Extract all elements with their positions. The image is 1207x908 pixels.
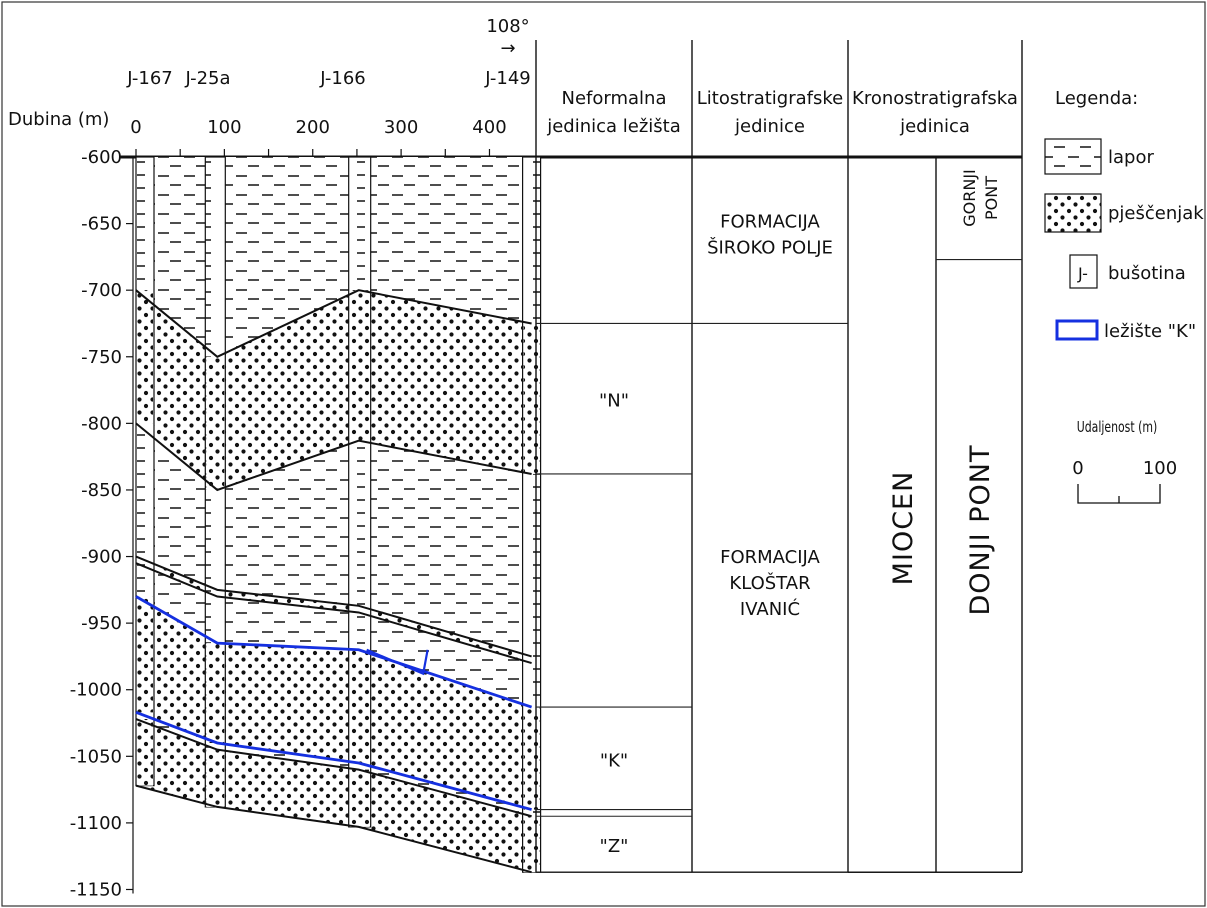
epoch-label: MIOCEN <box>888 471 919 586</box>
depth-tick-label: -1050 <box>70 746 122 767</box>
distance-axis: 0 100 200 300 400 J-167 J-25a J-166 J-149 108°→ <box>126 16 531 157</box>
lower-marl-fill <box>136 712 532 817</box>
stage-label-gornji: GORNJI <box>960 169 979 227</box>
well-j-149 <box>521 156 542 873</box>
depth-tick-label: -600 <box>81 147 122 168</box>
legend-marl-label: lapor <box>1108 147 1154 168</box>
distance-tick-label: 400 <box>472 117 506 138</box>
distance-tick-label: 0 <box>130 117 141 138</box>
well-sandstone-interval <box>349 649 370 763</box>
legend-sandstone-swatch <box>1044 193 1102 233</box>
well-j-167 <box>135 156 155 787</box>
well-label-j-166: J-166 <box>319 68 366 89</box>
well-sandstone-interval <box>137 596 153 713</box>
scale-bar-label-100: 100 <box>1143 458 1177 479</box>
chrono-header-line2: jedinica <box>899 116 970 137</box>
well-sandstone-interval <box>523 323 540 474</box>
reservoir-k-base-line <box>135 711 532 811</box>
upper-sandstone-fill <box>136 290 532 490</box>
distance-tick-label: 200 <box>296 117 330 138</box>
distance-tick-label: 100 <box>207 117 241 138</box>
reservoir-pinchout-line <box>366 648 429 676</box>
well-sandstone-interval <box>137 290 153 424</box>
well-sandstone-interval <box>206 356 225 490</box>
depth-axis-label: Dubina (m) <box>8 109 109 130</box>
depth-tick-label: -650 <box>81 214 122 235</box>
well-j-166 <box>348 156 372 828</box>
stratigraphic-columns: Neformalna jedinica ležišta Litostratigraf… <box>535 40 1023 873</box>
depth-axis: Dubina (m) -600 -650 -700 -750 -800 -850 -900 -9… <box>8 109 134 900</box>
litho-header-line2: jedinice <box>734 116 805 137</box>
legend-reservoir-label: ležište "K" <box>1104 321 1196 342</box>
legend-title: Legenda: <box>1055 88 1138 109</box>
well-sandstone-interval <box>523 707 540 810</box>
informal-header-line2: jedinica ležišta <box>546 116 681 137</box>
upper-sandstone-top-line <box>135 289 532 358</box>
upper-sandstone-base-line <box>135 422 532 492</box>
legend-well-swatch <box>1069 254 1098 289</box>
legend-marl-swatch <box>1044 138 1102 175</box>
reservoir-k-top-line <box>135 595 533 709</box>
informal-unit-label: "K" <box>600 750 628 771</box>
thin-sandstone-base-line <box>135 562 532 665</box>
litho-unit-label: IVANIĆ <box>740 598 800 620</box>
well-sandstone-interval <box>523 816 540 873</box>
well-label-j-25a: J-25a <box>184 68 230 89</box>
well-sandstone-interval <box>206 643 225 743</box>
lower-marl-base-line <box>135 718 532 818</box>
depth-tick-label: -1000 <box>70 680 122 701</box>
stage-label-pont: PONT <box>982 176 1001 220</box>
section-base-line <box>135 784 532 874</box>
scale-bar-title: Udaljenost (m) <box>1077 419 1157 436</box>
well-sandstone-interval <box>349 290 370 441</box>
litho-unit-label: ŠIROKO POLJE <box>707 237 833 259</box>
orientation-label: 108° <box>486 16 529 37</box>
informal-header-line1: Neformalna <box>562 88 667 109</box>
litho-unit-label: KLOŠTAR <box>729 572 810 594</box>
depth-tick-label: -750 <box>81 347 122 368</box>
depth-tick-label: -1150 <box>70 879 122 900</box>
reservoir-k-fill <box>136 596 532 810</box>
orientation-arrow-icon: → <box>500 38 515 59</box>
basal-sandstone-fill <box>136 719 532 873</box>
depth-tick-label: -900 <box>81 547 122 568</box>
well-label-j-149: J-149 <box>484 68 531 89</box>
litho-unit-label: FORMACIJA <box>720 212 820 233</box>
lithology-fills <box>136 157 532 873</box>
legend-sandstone-label: pješčenjak <box>1108 203 1204 224</box>
legend-well-symbol: J- <box>1077 264 1088 283</box>
informal-unit-label: "Z" <box>600 836 629 857</box>
informal-unit-label: "N" <box>599 391 629 412</box>
depth-tick-label: -800 <box>81 413 122 434</box>
distance-tick-label: 300 <box>384 117 418 138</box>
well-sandstone-interval <box>349 769 370 827</box>
depth-tick-label: -700 <box>81 280 122 301</box>
legend-reservoir-swatch <box>1055 319 1099 341</box>
thin-sandstone-top-line <box>135 555 532 658</box>
well-sandstone-interval <box>137 719 153 786</box>
depth-tick-label: -850 <box>81 480 122 501</box>
middle-marl-fill <box>136 423 532 657</box>
legend-well-label: bušotina <box>1108 263 1186 284</box>
depth-tick-label: -950 <box>81 613 122 634</box>
upper-marl-fill <box>136 157 532 357</box>
well-label-j-167: J-167 <box>126 68 173 89</box>
litho-unit-label: FORMACIJA <box>720 547 820 568</box>
litho-header-line1: Litostratigrafske <box>697 88 843 109</box>
stage-label-donji-pont: DONJI PONT <box>965 445 996 616</box>
well-sandstone-interval <box>206 749 225 807</box>
chrono-header-line1: Kronostratigrafska <box>852 88 1018 109</box>
depth-tick-label: -1100 <box>70 813 122 834</box>
scale-bar-label-0: 0 <box>1072 458 1083 479</box>
horizon-lines <box>135 289 533 874</box>
